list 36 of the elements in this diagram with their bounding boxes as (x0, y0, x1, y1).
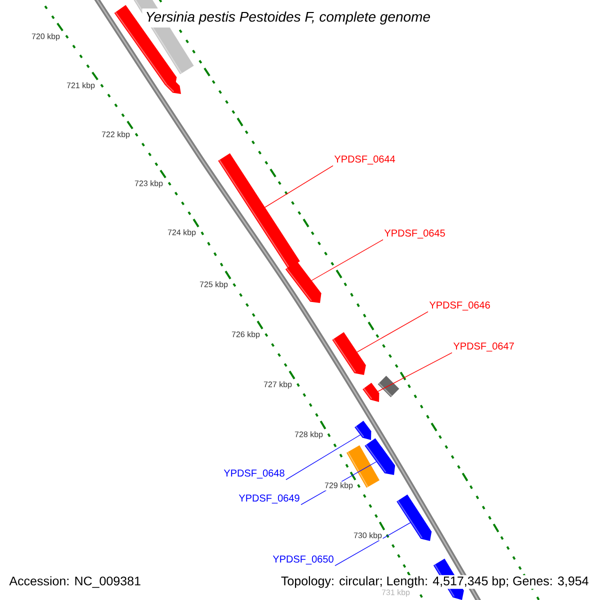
tick-label: 723 kbp (134, 179, 164, 189)
gene-label: YPDSF_0647 (453, 342, 514, 352)
leader-line (264, 165, 334, 208)
gene-feature (354, 420, 372, 440)
tick-label: 725 kbp (198, 280, 229, 290)
tick-label: 726 kbp (230, 330, 261, 340)
leader-line (286, 434, 361, 480)
gene-feature (166, 78, 181, 94)
gene-feature (285, 260, 322, 303)
gene-feature (362, 382, 380, 402)
tick-label: 727 kbp (262, 380, 293, 390)
gene-label: YPDSF_0649 (238, 494, 300, 504)
tick-label: 728 kbp (294, 430, 324, 440)
tick-label: 729 kbp (324, 481, 354, 491)
gene-label: YPDSF_0644 (334, 156, 396, 164)
tick-label: 730 kbp (352, 531, 383, 541)
gene-label: YPDSF_0645 (384, 230, 445, 238)
leader-line (311, 239, 384, 281)
leader-line (334, 522, 411, 566)
footer-text: Topology: circular; Length: 4,517,345 bp; Genes: 3,954 (280, 575, 590, 589)
gene-feature (332, 332, 366, 375)
gene-feature (396, 494, 432, 541)
gene-label: YPDSF_0650 (272, 556, 334, 564)
tick-label: 722 kbp (100, 130, 131, 140)
gene-feature (218, 153, 300, 269)
tick-label: 721 kbp (66, 81, 96, 91)
gene-label: YPDSF_0648 (224, 470, 284, 478)
gene-feature (378, 376, 400, 398)
tick-label: 720 kbp (30, 32, 61, 42)
tick-label: 724 kbp (166, 228, 197, 238)
leader-line (378, 352, 452, 392)
gene-feature (364, 438, 396, 475)
leader-line (356, 311, 428, 352)
footer-text: Accession: NC_009381 (9, 576, 140, 588)
title: Yersinia pestis Pestoides F, complete genome (142, 8, 434, 28)
gene-label: YPDSF_0646 (429, 302, 490, 310)
